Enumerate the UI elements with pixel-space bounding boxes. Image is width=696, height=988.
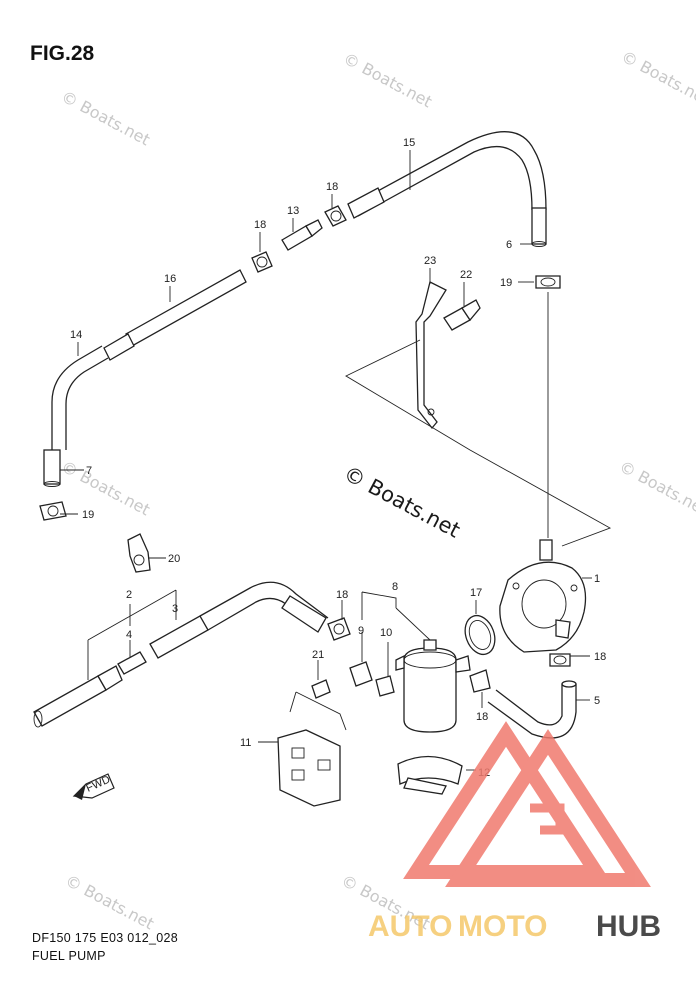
- watermark: © Boats.net: [618, 47, 696, 110]
- callout-9: 9: [358, 625, 364, 637]
- part-15-hose: [347, 131, 547, 247]
- part-18-clip-right: [549, 653, 571, 667]
- part-10-clip: [375, 675, 395, 697]
- part-17-oring: [464, 614, 496, 656]
- callout-4: 4: [126, 629, 132, 641]
- callout-19-right: 19: [500, 277, 512, 289]
- part-12-band: [397, 755, 463, 795]
- callout-7: 7: [86, 465, 92, 477]
- leader-lines: [60, 150, 612, 771]
- part-21-bolt: [311, 679, 331, 699]
- callout-15: 15: [403, 137, 415, 149]
- part-14-hose: [43, 345, 109, 487]
- part-9-sleeve: [349, 661, 373, 687]
- part-8-filter: [395, 639, 471, 733]
- part-4-joint: [117, 651, 147, 675]
- footer-code: DF150 175 E03 012_028: [32, 931, 178, 945]
- callout-18-upper: 18: [326, 181, 338, 193]
- part-18-clip-left: [327, 617, 351, 641]
- logo-text-auto: AUTO: [368, 910, 452, 943]
- callout-5: 5: [594, 695, 600, 707]
- part-1-fuel-pump: [499, 539, 587, 653]
- footer-name: FUEL PUMP: [32, 949, 106, 963]
- callout-18-mid: 18: [254, 219, 266, 231]
- part-23-bracket: [415, 281, 447, 430]
- part-13-joint: [281, 219, 323, 251]
- part-11-bracket: [277, 729, 341, 807]
- part-3-hose: [149, 581, 329, 659]
- part-19-clip-left: [39, 501, 67, 521]
- part-19-clip-right: [535, 275, 561, 289]
- callout-10: 10: [380, 627, 392, 639]
- callout-18-filter: 18: [476, 711, 488, 723]
- callout-19-left: 19: [82, 509, 94, 521]
- part-22-bolt: [443, 299, 481, 331]
- callout-21: 21: [312, 649, 324, 661]
- watermark: © Boats.net: [340, 49, 435, 112]
- callout-labels: 1 2 3 4 5 6 7 8 9 10 11 12 13 14 15 16 1…: [70, 137, 606, 779]
- logo-text-hub: HUB: [596, 910, 661, 943]
- callout-18-right: 18: [594, 651, 606, 663]
- part-16-hose: [103, 269, 247, 361]
- callout-11: 11: [240, 737, 251, 749]
- watermark: © Boats.net: [616, 457, 696, 520]
- callout-20: 20: [168, 553, 180, 565]
- logo-text-moto: MOTO: [458, 910, 547, 943]
- callout-23: 23: [424, 255, 436, 267]
- watermark: © Boats.net: [62, 871, 157, 934]
- fwd-arrow: FWD: [72, 773, 115, 800]
- callout-13: 13: [287, 205, 299, 217]
- callout-17: 17: [470, 587, 482, 599]
- callout-22: 22: [460, 269, 472, 281]
- part-20-clamp: [127, 533, 151, 573]
- callout-8: 8: [392, 581, 398, 593]
- figure-title: FIG.28: [30, 42, 95, 65]
- callout-3: 3: [172, 603, 178, 615]
- automotohub-logo: AUTO MOTO HUB: [368, 721, 661, 943]
- part-18-clip-upper: [324, 205, 347, 227]
- callout-2: 2: [126, 589, 132, 601]
- part-18-clip-filter: [469, 669, 491, 693]
- center-watermark: © Boats.net: [340, 461, 464, 542]
- part-5-hose: [487, 680, 577, 739]
- callout-6: 6: [506, 239, 512, 251]
- part-2-hose: [33, 665, 123, 728]
- callout-16: 16: [164, 273, 176, 285]
- callout-14: 14: [70, 329, 82, 341]
- watermark: © Boats.net: [58, 457, 153, 520]
- part-18-clip-mid: [251, 251, 273, 273]
- watermark: © Boats.net: [58, 87, 153, 150]
- callout-1: 1: [594, 573, 600, 585]
- callout-18-left: 18: [336, 589, 348, 601]
